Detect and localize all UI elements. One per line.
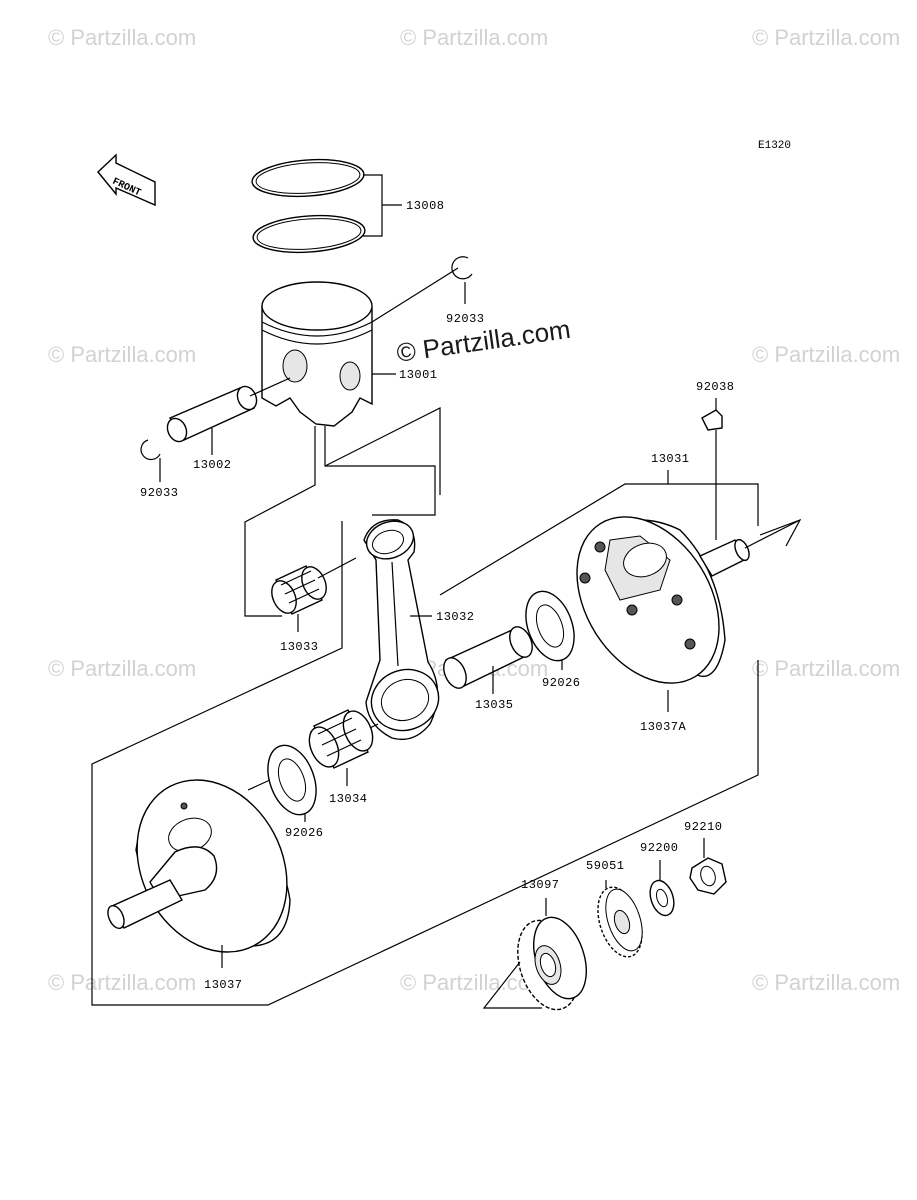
- piston: [261, 281, 373, 427]
- key: [701, 409, 723, 431]
- part-label-13097: 13097: [521, 878, 560, 892]
- small-end-bearing: [271, 565, 327, 615]
- part-label-92026-right: 92026: [542, 676, 581, 690]
- part-label-92200: 92200: [640, 841, 679, 855]
- connecting-rod: [363, 519, 440, 741]
- balancer-gear: [597, 886, 643, 958]
- watermark: © Partzilla.com: [752, 342, 900, 367]
- part-label-13001: 13001: [399, 368, 438, 382]
- part-label-13031: 13031: [651, 452, 690, 466]
- part-label-13035: 13035: [475, 698, 514, 712]
- washer-92200: [649, 879, 675, 917]
- part-label-13033: 13033: [280, 640, 319, 654]
- part-label-92210: 92210: [684, 820, 723, 834]
- part-label-13034: 13034: [329, 792, 368, 806]
- part-label-59051: 59051: [586, 859, 625, 873]
- part-label-13037: 13037: [204, 978, 243, 992]
- front-arrow-icon: FRONT: [97, 153, 156, 207]
- part-label-13002: 13002: [193, 458, 232, 472]
- piston-rings: [251, 158, 366, 254]
- big-end-bearing: [308, 709, 374, 769]
- nut: [689, 857, 727, 895]
- part-label-13037A: 13037A: [640, 720, 687, 734]
- watermark: © Partzilla.com: [752, 656, 900, 681]
- part-label-13032: 13032: [436, 610, 475, 624]
- crankshaft-right-half: [576, 516, 750, 684]
- watermark: © Partzilla.com: [400, 25, 548, 50]
- part-label-92026-left: 92026: [285, 826, 324, 840]
- part-label-92033-lower: 92033: [140, 486, 179, 500]
- watermark-layer: © Partzilla.com © Partzilla.com © Partzi…: [48, 25, 900, 995]
- primary-gear: [517, 916, 587, 1011]
- watermark: © Partzilla.com: [48, 970, 196, 995]
- part-label-13008: 13008: [406, 199, 445, 213]
- part-label-92033-upper: 92033: [446, 312, 485, 326]
- watermark: © Partzilla.com: [48, 656, 196, 681]
- circlip-lower: [140, 439, 161, 461]
- watermark: © Partzilla.com: [48, 25, 196, 50]
- washer-right: [525, 590, 575, 662]
- crankshaft-left-half: [107, 779, 291, 953]
- washer-left: [267, 744, 317, 816]
- part-label-92038: 92038: [696, 380, 735, 394]
- circlip-upper: [451, 256, 473, 280]
- watermark: © Partzilla.com: [48, 342, 196, 367]
- watermark: © Partzilla.com: [752, 25, 900, 50]
- crank-pin: [443, 626, 533, 689]
- watermark: © Partzilla.com: [752, 970, 900, 995]
- diagram-code: E1320: [758, 140, 791, 152]
- piston-pin: [166, 385, 258, 443]
